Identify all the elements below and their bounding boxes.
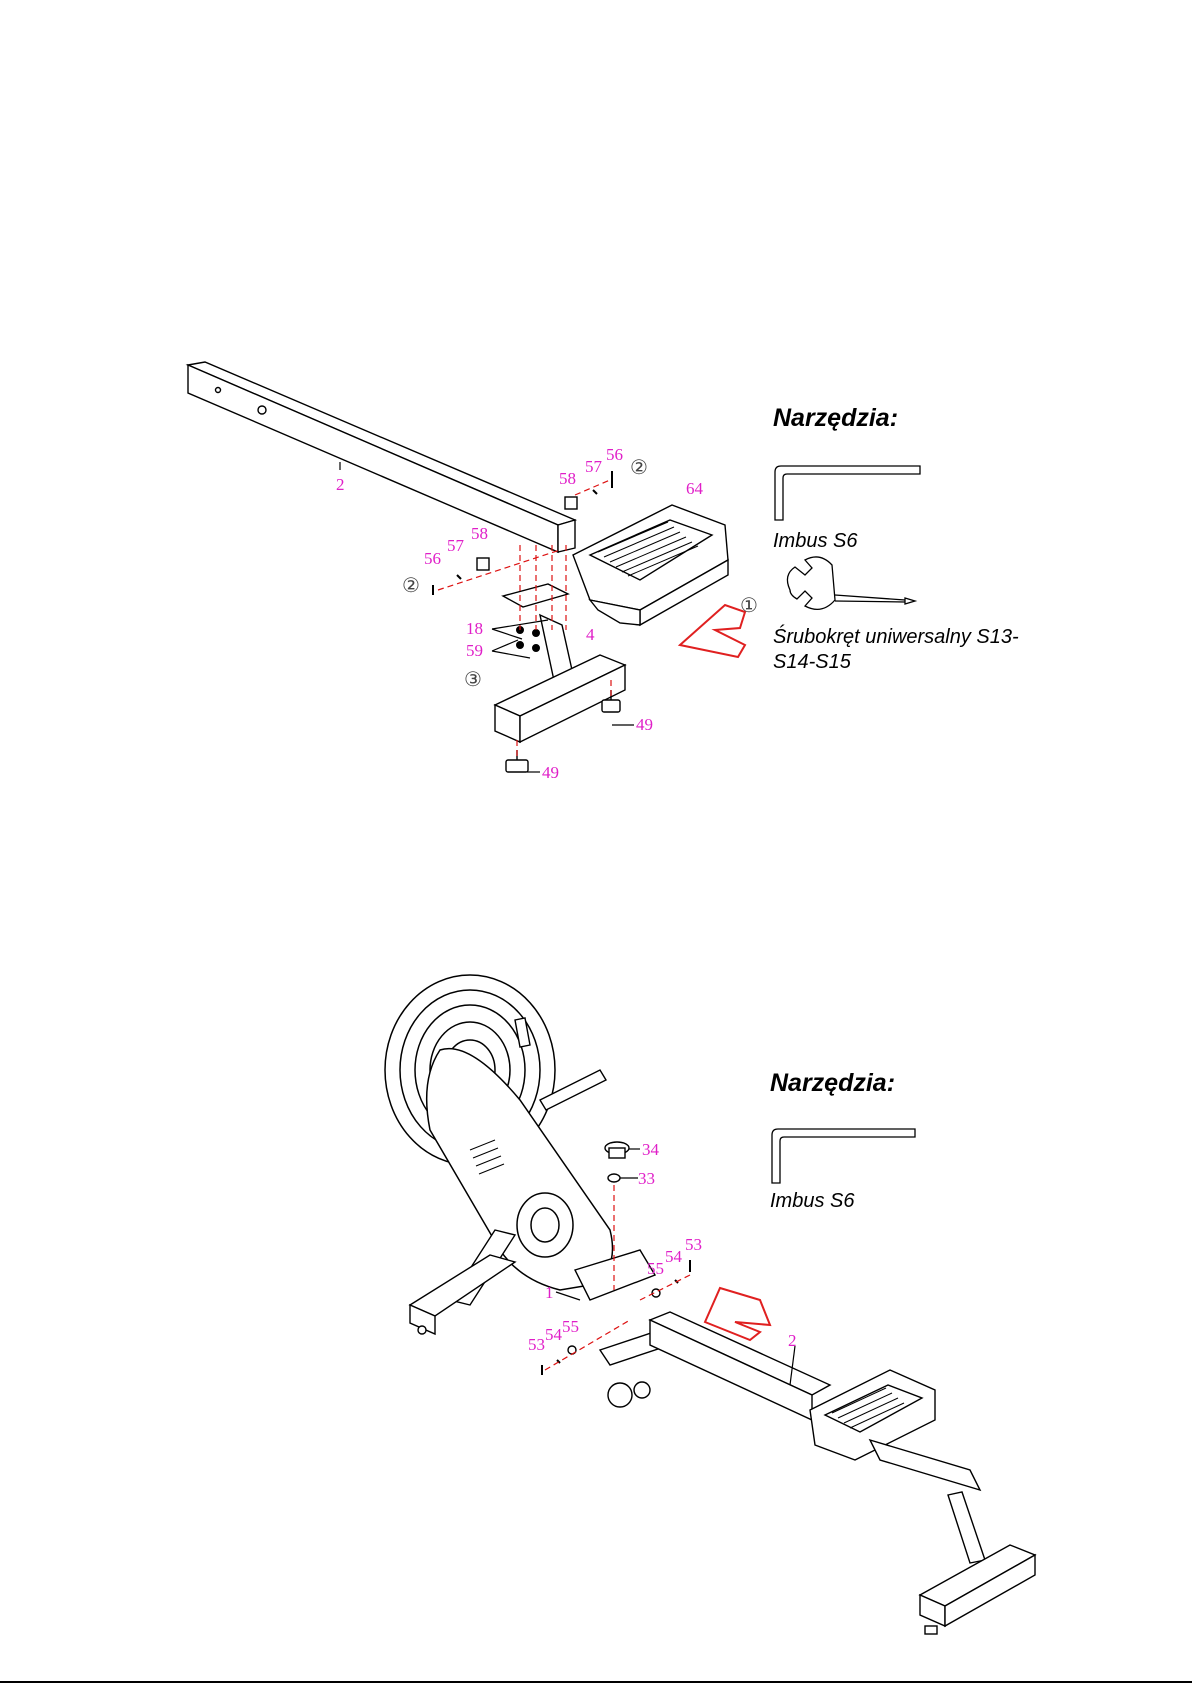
allen-key-icon xyxy=(772,1129,915,1183)
tool-name-multi-wrench-line2: S14-S15 xyxy=(773,650,851,674)
callout-55-left: 55 xyxy=(562,1317,579,1336)
multi-wrench-icon xyxy=(787,557,915,609)
step-1-marker: ① xyxy=(740,593,758,617)
foot-pedal-part xyxy=(573,505,728,625)
front-stabilizer-part xyxy=(870,1440,1035,1634)
step-2-marker-left: ② xyxy=(402,573,420,597)
step-2-marker-right: ② xyxy=(630,455,648,479)
callout-1: 1 xyxy=(545,1283,554,1302)
callout-18: 18 xyxy=(466,619,483,638)
step-3-marker: ③ xyxy=(464,667,482,691)
callout-49-left: 49 xyxy=(542,763,559,782)
handle-bar-part xyxy=(515,1018,606,1110)
callout-2: 2 xyxy=(336,475,345,494)
callout-2: 2 xyxy=(788,1331,797,1350)
callout-53-right: 53 xyxy=(685,1235,702,1254)
callout-54-right: 54 xyxy=(665,1247,683,1266)
rail-part xyxy=(650,1312,830,1420)
tools-title-1: Narzędzia: xyxy=(773,404,898,433)
callout-56-right: 56 xyxy=(606,445,623,464)
rail-part xyxy=(188,362,575,552)
callout-57-right: 57 xyxy=(585,457,603,476)
tools-title-2: Narzędzia: xyxy=(770,1069,895,1098)
callout-33: 33 xyxy=(638,1169,655,1188)
tool-name-allen-key-1: Imbus S6 xyxy=(773,529,857,553)
callout-54-left: 54 xyxy=(545,1325,563,1344)
callout-58-right: 58 xyxy=(559,469,576,488)
callout-4: 4 xyxy=(586,625,595,644)
tool-name-allen-key-2: Imbus S6 xyxy=(770,1189,854,1213)
callout-56-left: 56 xyxy=(424,549,441,568)
callout-59: 59 xyxy=(466,641,483,660)
callout-58-left: 58 xyxy=(471,524,488,543)
assembly-diagram-1: 2 4 18 59 64 56 57 58 56 57 58 49 49 ① ②… xyxy=(0,0,1192,820)
tool-name-multi-wrench-line1: Śrubokręt uniwersalny S13- xyxy=(773,625,1019,649)
allen-key-icon xyxy=(775,466,920,520)
hardware-knob xyxy=(605,1142,629,1182)
callout-55-right: 55 xyxy=(647,1259,664,1278)
callout-53-left: 53 xyxy=(528,1335,545,1354)
callout-49-right: 49 xyxy=(636,715,653,734)
page-bottom-rule xyxy=(0,1681,1192,1683)
callout-64: 64 xyxy=(686,479,704,498)
assembly-diagram-2: 1 2 33 34 53 54 55 53 54 55 xyxy=(0,960,1192,1680)
callout-57-left: 57 xyxy=(447,536,465,555)
callout-34: 34 xyxy=(642,1140,660,1159)
rear-stabilizer-part xyxy=(410,1230,515,1334)
insert-arrow-icon xyxy=(680,605,745,657)
